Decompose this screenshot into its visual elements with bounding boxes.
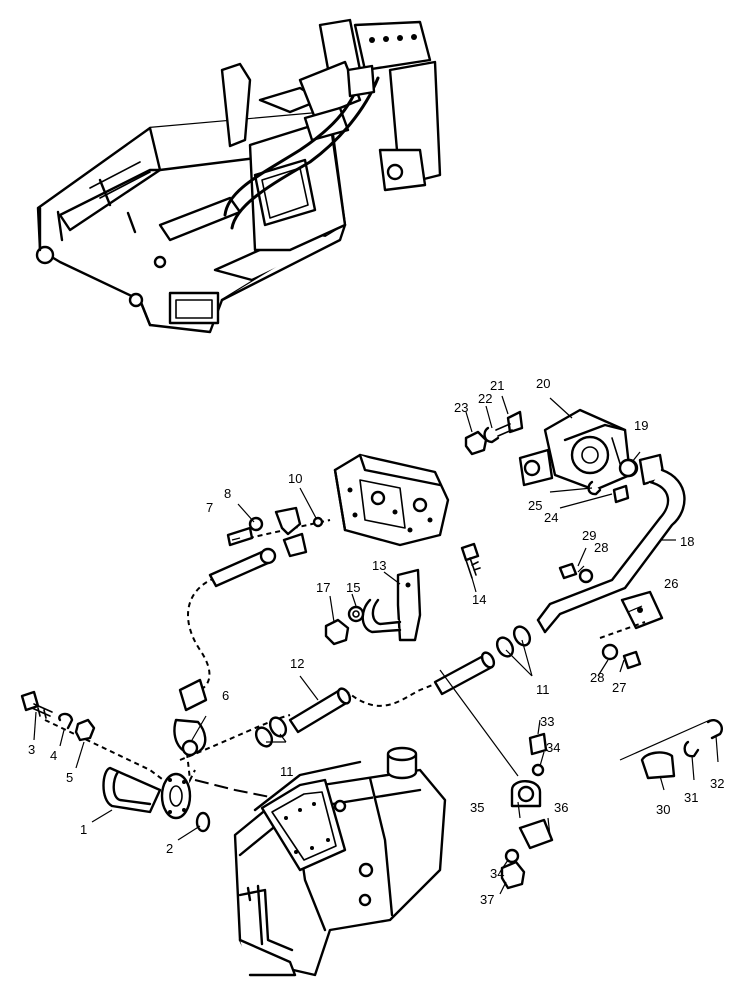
callout-33: 33	[540, 714, 554, 729]
hose-route-lower	[184, 734, 196, 784]
hose-route-tank	[179, 714, 291, 761]
hose-sleeve-right	[433, 651, 496, 696]
bracket-fasteners	[558, 562, 723, 780]
oil-tank	[233, 746, 447, 977]
bolt-14	[460, 542, 481, 579]
callout-7: 7	[206, 500, 213, 515]
hose-clamps-11-left	[254, 716, 288, 748]
callout-23: 23	[454, 400, 468, 415]
callout-5: 5	[66, 770, 73, 785]
callout-28-lower: 28	[590, 670, 604, 685]
hose-clamps-11-right	[495, 625, 532, 658]
pipe-clamp-assembly	[439, 669, 554, 890]
bracket-axis	[599, 621, 646, 639]
tank-axis	[194, 779, 286, 801]
callout-6: 6	[222, 688, 229, 703]
hose-sleeve-12	[288, 687, 352, 734]
callout-10: 10	[288, 471, 302, 486]
callout-11-left: 11	[280, 764, 294, 779]
callout-3: 3	[28, 742, 35, 757]
callout-15: 15	[346, 580, 360, 595]
callout-29: 29	[582, 528, 596, 543]
callout-labels: 1 2 3 4 5 6 7 8 10 11 11 12 13 14 15 17 …	[28, 376, 724, 907]
callout-24: 24	[544, 510, 558, 525]
callout-34-upper: 34	[546, 740, 560, 755]
pump-fasteners	[464, 410, 638, 504]
callout-2: 2	[166, 841, 173, 856]
callout-17: 17	[316, 580, 330, 595]
front-frame-assembly	[35, 18, 442, 334]
callout-26: 26	[664, 576, 678, 591]
callout-36: 36	[554, 800, 568, 815]
hose-route-mid	[344, 681, 441, 707]
callout-35: 35	[470, 800, 484, 815]
hose-route-upper	[187, 577, 216, 691]
callout-13: 13	[372, 558, 386, 573]
callout-28-upper: 28	[594, 540, 608, 555]
callout-11-right: 11	[536, 682, 550, 697]
elbow-fitting	[226, 506, 324, 558]
callout-20: 20	[536, 376, 550, 391]
leader-lines	[33, 395, 719, 895]
callout-25: 25	[528, 498, 542, 513]
callout-30: 30	[656, 802, 670, 817]
hydraulic-pump	[518, 408, 632, 492]
valve-block	[333, 453, 450, 547]
callout-8: 8	[224, 486, 231, 501]
callout-27: 27	[612, 680, 626, 695]
callout-21: 21	[490, 378, 504, 393]
callout-14: 14	[472, 592, 486, 607]
callout-1: 1	[80, 822, 87, 837]
nut-15-17	[324, 605, 365, 646]
callout-12: 12	[290, 656, 304, 671]
callout-4: 4	[50, 748, 57, 763]
callout-34-lower: 34	[490, 866, 504, 881]
pipe-18	[536, 453, 686, 634]
mounting-bracket	[361, 568, 422, 642]
callout-31: 31	[684, 790, 698, 805]
hose-fitting-6	[173, 547, 277, 757]
callout-37: 37	[480, 892, 494, 907]
callout-18: 18	[680, 534, 694, 549]
callout-19: 19	[634, 418, 648, 433]
suction-flange	[20, 690, 211, 833]
callout-22: 22	[478, 391, 492, 406]
callout-32: 32	[710, 776, 724, 791]
pipe-bracket	[620, 590, 664, 630]
